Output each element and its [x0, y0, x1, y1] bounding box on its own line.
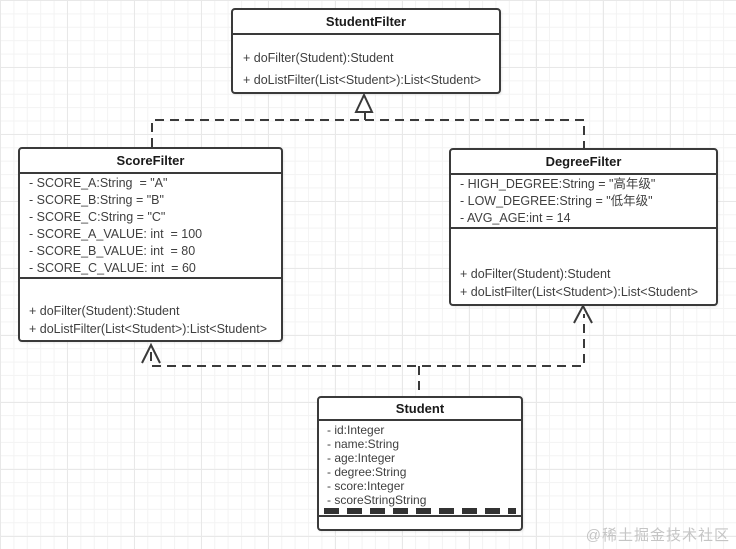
- realization-line-filters-to-studentfilter: [151, 119, 585, 148]
- class-title-degreefilter: DegreeFilter: [451, 150, 716, 175]
- class-box-degreefilter: DegreeFilter - HIGH_DEGREE:String = "高年级…: [449, 148, 718, 306]
- attribute-row: - SCORE_B:String = "B": [29, 193, 164, 207]
- method-row: + doListFilter(List<Student>):List<Stude…: [243, 73, 481, 87]
- class-box-scorefilter: ScoreFilter - SCORE_A:String = "A" - SCO…: [18, 147, 283, 342]
- methods-compartment-scorefilter: + doFilter(Student):Student + doListFilt…: [20, 279, 281, 338]
- attributes-compartment-scorefilter: - SCORE_A:String = "A" - SCORE_B:String …: [20, 174, 281, 279]
- methods-compartment-student-empty: [319, 515, 521, 529]
- attributes-compartment-degreefilter: - HIGH_DEGREE:String = "高年级" - LOW_DEGRE…: [451, 175, 716, 229]
- method-row: + doListFilter(List<Student>):List<Stude…: [460, 285, 698, 299]
- class-title-scorefilter: ScoreFilter: [20, 149, 281, 174]
- method-row: + doFilter(Student):Student: [29, 304, 180, 318]
- attribute-row: - age:Integer: [327, 451, 396, 465]
- attribute-row: - score:Integer: [327, 479, 405, 493]
- open-arrow-to-scorefilter-icon: [141, 342, 161, 364]
- methods-compartment-studentfilter: + doFilter(Student):Student + doListFilt…: [233, 35, 499, 91]
- attribute-row: - SCORE_A:String = "A": [29, 176, 168, 190]
- attribute-row: - id:Integer: [327, 423, 385, 437]
- attribute-row: - SCORE_A_VALUE: int = 100: [29, 227, 203, 241]
- attribute-row: - AVG_AGE:int = 14: [460, 211, 571, 225]
- clipped-text-row-artifact: [324, 508, 516, 514]
- hollow-triangle-arrow-icon: [354, 92, 374, 113]
- attribute-row: - SCORE_B_VALUE: int = 80: [29, 244, 196, 258]
- open-arrow-to-degreefilter-icon: [573, 303, 593, 324]
- attributes-compartment-student: - id:Integer - name:String - age:Integer…: [319, 421, 521, 507]
- method-row: + doListFilter(List<Student>):List<Stude…: [29, 322, 267, 336]
- class-title-studentfilter: StudentFilter: [233, 10, 499, 35]
- juejin-watermark: @稀土掘金技术社区: [585, 527, 730, 544]
- attribute-row: - SCORE_C_VALUE: int = 60: [29, 261, 196, 275]
- attribute-row: - LOW_DEGREE:String = "低年级": [460, 194, 653, 208]
- attribute-row: - SCORE_C:String = "C": [29, 210, 166, 224]
- attribute-row: - name:String: [327, 437, 400, 451]
- methods-compartment-degreefilter: + doFilter(Student):Student + doListFilt…: [451, 229, 716, 301]
- attribute-row: - HIGH_DEGREE:String = "高年级": [460, 177, 656, 191]
- attribute-row: - scoreStringString: [327, 493, 427, 507]
- class-box-student: Student - id:Integer - name:String - age…: [317, 396, 523, 531]
- attribute-row: - degree:String: [327, 465, 407, 479]
- class-title-student: Student: [319, 398, 521, 421]
- method-row: + doFilter(Student):Student: [243, 51, 394, 65]
- method-row: + doFilter(Student):Student: [460, 267, 611, 281]
- class-box-studentfilter: StudentFilter + doFilter(Student):Studen…: [231, 8, 501, 94]
